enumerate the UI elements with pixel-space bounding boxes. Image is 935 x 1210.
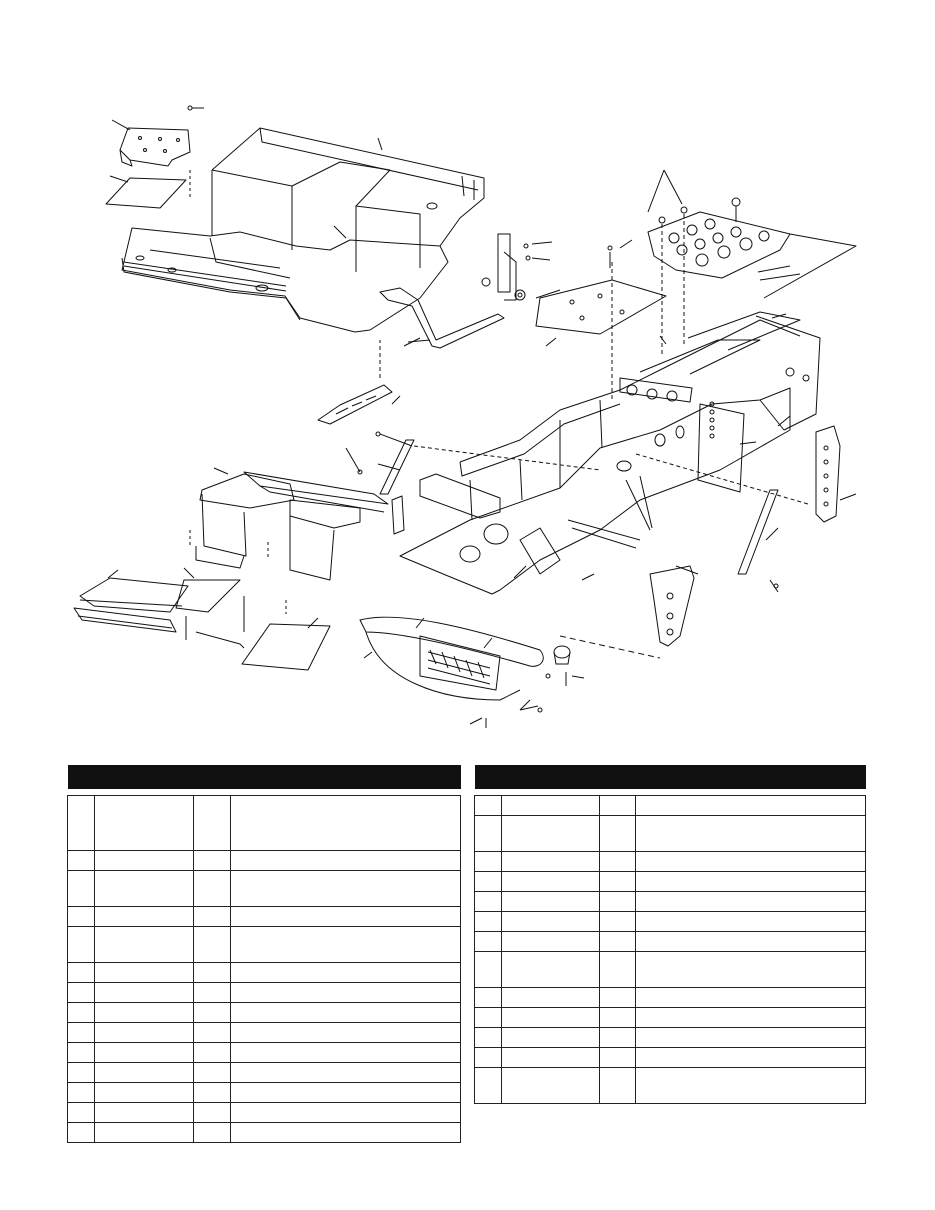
- table-row: [67, 1082, 461, 1103]
- table-row: [67, 1102, 461, 1123]
- right-side-bracket: [635, 425, 857, 523]
- table-row: [474, 911, 866, 932]
- bushing: [553, 645, 585, 686]
- main-frame-chassis: [391, 311, 821, 595]
- exploded-parts-diagram: [73, 105, 857, 728]
- cross-strut-left: [345, 431, 601, 495]
- table-row: [474, 1067, 866, 1104]
- table-row: [474, 951, 866, 988]
- table-row: [67, 870, 461, 907]
- support-strap: [379, 287, 505, 349]
- floor-pan: [121, 227, 449, 333]
- floor-mat-right: [241, 600, 331, 671]
- table-row: [67, 962, 461, 983]
- parts-table-left: [67, 765, 461, 1143]
- table-row: [474, 891, 866, 912]
- table-header-bar: [475, 765, 866, 789]
- table-row: [474, 1047, 866, 1068]
- seat-base-rail: [243, 471, 389, 513]
- table-row: [67, 1122, 461, 1143]
- table-row: [67, 1002, 461, 1023]
- table-row: [474, 815, 866, 852]
- table-row: [67, 1022, 461, 1043]
- lower-plate-bar: [317, 340, 401, 425]
- table-row: [67, 906, 461, 927]
- hitch-bracket: [559, 565, 699, 659]
- table-row: [67, 795, 461, 851]
- table-row: [474, 851, 866, 872]
- leader-lines: [213, 225, 801, 581]
- table-row: [474, 1027, 866, 1048]
- table-header-bar: [68, 765, 461, 789]
- body-upper-cab: [189, 127, 485, 272]
- top-bracket-plate: [111, 105, 204, 167]
- table-row: [67, 982, 461, 1003]
- front-bumper-grille: [359, 616, 551, 728]
- bracket-pad: [105, 175, 187, 209]
- table-row: [474, 871, 866, 892]
- floor-mat-left: [175, 567, 245, 649]
- table-row: [474, 795, 866, 816]
- table-row: [67, 850, 461, 871]
- parts-table-right: [474, 765, 866, 1104]
- step-plate-left: [73, 569, 189, 633]
- mounting-plate-perforated: [647, 169, 857, 354]
- table-row: [67, 926, 461, 963]
- seat-base-tub: [189, 473, 361, 581]
- bolt-hardware-center: [481, 233, 633, 301]
- center-floor-plate: [535, 262, 667, 400]
- table-row: [474, 931, 866, 952]
- table-row: [67, 1062, 461, 1083]
- table-row: [474, 987, 866, 1008]
- table-row: [67, 1042, 461, 1063]
- diagonal-strut-right: [737, 489, 779, 593]
- table-row: [474, 1007, 866, 1028]
